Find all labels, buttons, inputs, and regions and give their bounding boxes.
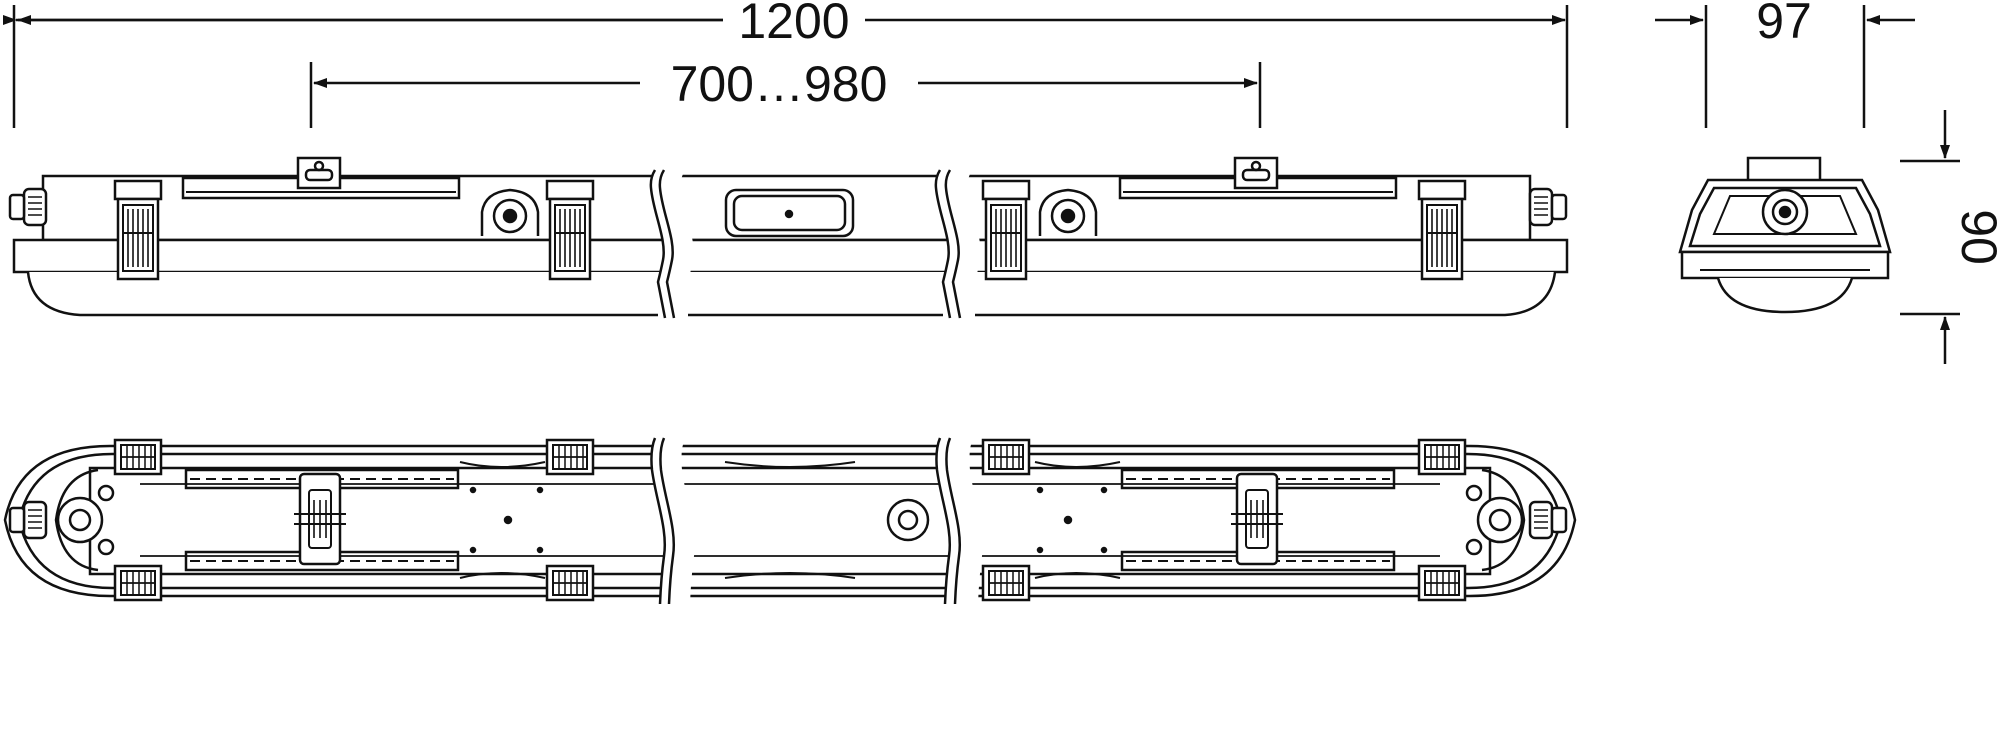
mounting-range-label: 700…980 (671, 56, 888, 112)
side-view (8, 156, 1569, 317)
end-view (1678, 156, 1892, 314)
width-label: 97 (1756, 0, 1812, 49)
height-label: 90 (1951, 209, 2000, 265)
overall-length-dimension: 1200 (3, 0, 1569, 128)
overall-length-label: 1200 (738, 0, 849, 49)
bottom-view-break (650, 437, 983, 605)
width-dimension: 97 (1655, 0, 1915, 128)
height-dimension: 90 (1900, 110, 2000, 364)
side-view-break (649, 169, 981, 320)
bottom-view (3, 444, 1577, 598)
mounting-range-dimension: 700…980 (309, 56, 1262, 128)
